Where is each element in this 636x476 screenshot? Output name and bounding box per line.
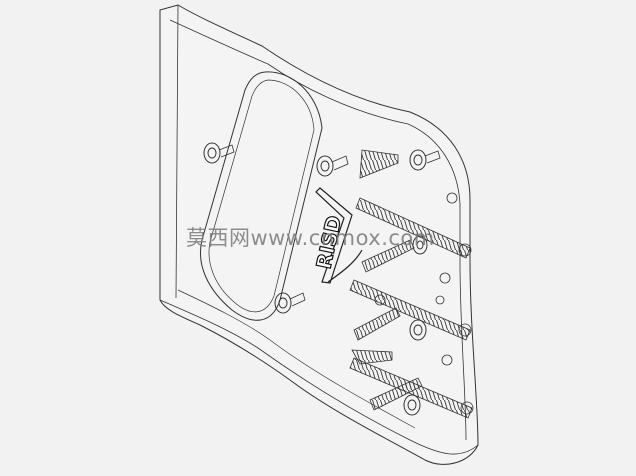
screw-icon	[203, 142, 235, 164]
spring-icon	[351, 349, 393, 365]
spring-icon	[349, 279, 471, 341]
spring-icon	[369, 377, 423, 411]
spring-icon	[355, 197, 471, 259]
screw-icon	[409, 149, 441, 171]
oval-recess	[200, 71, 323, 321]
spring-icon	[361, 239, 415, 273]
plate-flange-left	[159, 4, 179, 300]
screw-icon	[274, 292, 306, 314]
watermark-text: 莫西网www.cnmox.com	[186, 226, 435, 250]
screw-icon	[403, 394, 421, 416]
screw-icon	[316, 155, 349, 177]
screw-icon	[409, 319, 427, 341]
spring-icon	[359, 149, 399, 179]
plate-outline	[159, 4, 479, 465]
spring-icon	[353, 307, 401, 341]
plate-bottom-flange	[159, 299, 479, 455]
